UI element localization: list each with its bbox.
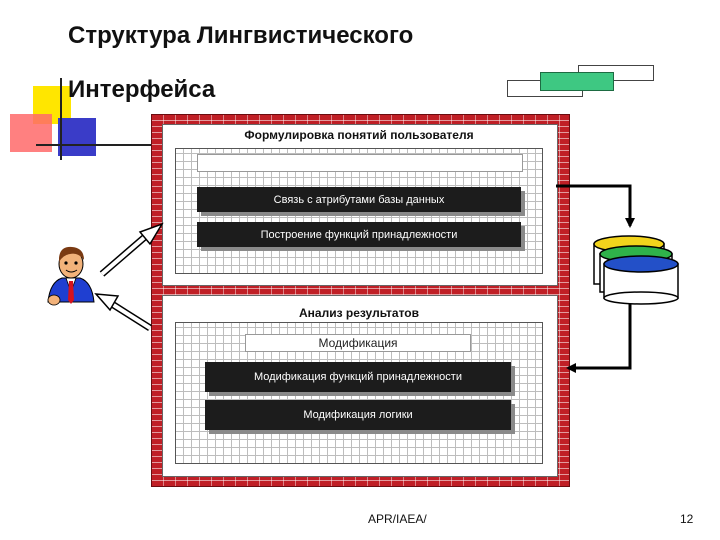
decor-horizontal-line [36, 144, 154, 146]
lower-panel-heading: Анализ результатов [299, 306, 419, 320]
slide-title-line1: Структура Лингвистического [68, 22, 414, 49]
arrow-to-upper-panel [99, 222, 164, 277]
arrow-to-lower-panel [94, 293, 152, 331]
bar-modify-logic: Модификация логики [205, 400, 511, 430]
bar-build-membership: Построение функций принадлежности [197, 222, 521, 247]
user-person-icon [47, 246, 95, 306]
page-number: 12 [680, 512, 694, 526]
decor-box-green [540, 72, 614, 91]
connector-to-database [556, 184, 635, 228]
slide-title-line2: Интерфейса [68, 76, 216, 103]
modification-strip: Модификация [245, 334, 471, 352]
decor-vertical-line [60, 78, 62, 160]
connector-from-database [566, 292, 632, 373]
upper-white-strip [197, 154, 523, 172]
upper-panel-heading: Формулировка понятий пользователя [244, 128, 474, 142]
bar-modify-membership: Модификация функций принадлежности [205, 362, 511, 392]
database-icon [593, 235, 679, 305]
decor-blue-square [58, 118, 96, 156]
footer-label: APR/IAEA/ [368, 512, 427, 526]
bar-db-attributes: Связь с атрибутами базы данных [197, 187, 521, 212]
